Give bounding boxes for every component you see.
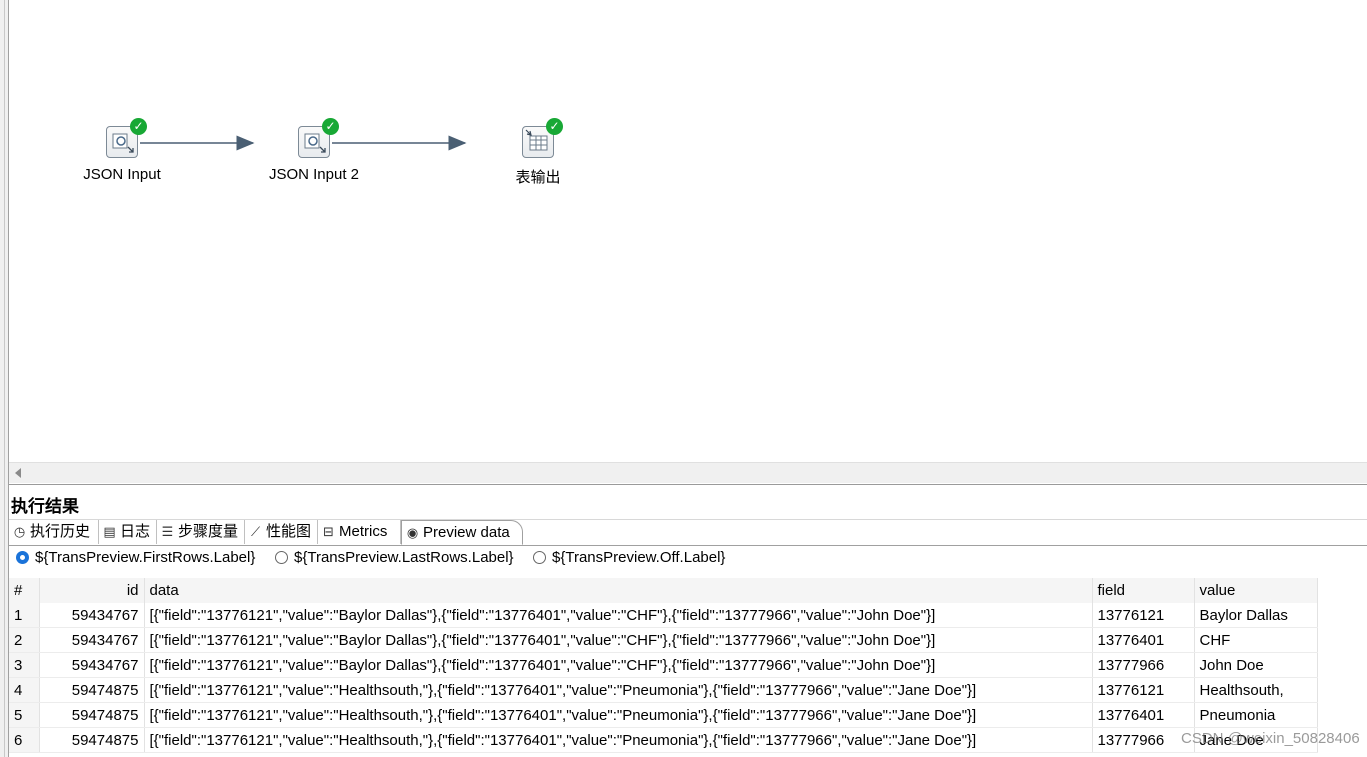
eye-icon: ◉ <box>406 526 419 541</box>
performance-graph-icon: ⟋ <box>250 525 261 540</box>
column-header-value[interactable]: value <box>1194 578 1318 603</box>
execution-results-title: 执行结果 <box>11 497 79 516</box>
tab-performance-graph[interactable]: ⟋ 性能图 <box>245 520 318 544</box>
tab-label: 步骤度量 <box>178 523 239 540</box>
tab-label: 日志 <box>120 523 151 540</box>
json-input-icon: ✓ <box>106 118 147 158</box>
cell-data[interactable]: [{"field":"13776121","value":"Healthsout… <box>144 702 1093 728</box>
radio-last-rows[interactable]: ${TransPreview.LastRows.Label} <box>275 549 514 566</box>
column-header-data[interactable]: data <box>144 578 1093 603</box>
table-row[interactable]: 5 59474875 [{"field":"13776121","value":… <box>9 702 1318 728</box>
tab-step-metrics[interactable]: ☰ 步骤度量 <box>157 520 245 544</box>
table-row[interactable]: 6 59474875 [{"field":"13776121","value":… <box>9 727 1318 753</box>
results-tab-bar: ◷ 执行历史 ▤ 日志 ☰ 步骤度量 ⟋ 性能图 ⊟ Metrics ◉ Preview d… <box>9 519 1367 546</box>
cell-id[interactable]: 59474875 <box>39 702 145 728</box>
tab-preview-data[interactable]: ◉ Preview data <box>401 520 523 545</box>
tab-label: Preview data <box>423 524 510 541</box>
cell-data[interactable]: [{"field":"13776121","value":"Baylor Dal… <box>144 652 1093 678</box>
radio-selected-icon <box>16 551 29 564</box>
preview-mode-radios: ${TransPreview.FirstRows.Label} ${TransP… <box>9 545 1367 573</box>
step-label: 表输出 <box>515 169 561 186</box>
cell-value[interactable]: John Doe <box>1194 652 1318 678</box>
table-row[interactable]: 4 59474875 [{"field":"13776121","value":… <box>9 677 1318 703</box>
step-table-output[interactable]: ✓ 表输出 <box>478 118 598 187</box>
row-number: 1 <box>9 603 40 628</box>
cell-id[interactable]: 59434767 <box>39 603 145 628</box>
cell-id[interactable]: 59474875 <box>39 677 145 703</box>
cell-field[interactable]: 13776121 <box>1092 603 1195 628</box>
json-input-icon: ✓ <box>298 118 339 158</box>
log-icon: ▤ <box>103 525 116 540</box>
column-header-field[interactable]: field <box>1092 578 1195 603</box>
cell-value[interactable]: Jane Doe <box>1194 727 1318 753</box>
tab-metrics[interactable]: ⊟ Metrics <box>318 520 401 544</box>
step-json-input-2[interactable]: ✓ JSON Input 2 <box>254 118 374 183</box>
cell-data[interactable]: [{"field":"13776121","value":"Baylor Dal… <box>144 627 1093 653</box>
cell-value[interactable]: CHF <box>1194 627 1318 653</box>
cell-data[interactable]: [{"field":"13776121","value":"Healthsout… <box>144 677 1093 703</box>
cell-field[interactable]: 13776401 <box>1092 702 1195 728</box>
table-row[interactable]: 3 59434767 [{"field":"13776121","value":… <box>9 652 1318 678</box>
tab-label: Metrics <box>339 523 388 540</box>
row-number: 6 <box>9 727 40 753</box>
success-check-icon: ✓ <box>130 118 147 135</box>
cell-id[interactable]: 59474875 <box>39 727 145 753</box>
row-number: 4 <box>9 677 40 703</box>
table-header-row: # id data field value <box>9 578 1318 603</box>
row-number: 2 <box>9 627 40 653</box>
row-number: 3 <box>9 652 40 678</box>
radio-first-rows[interactable]: ${TransPreview.FirstRows.Label} <box>16 549 255 566</box>
success-check-icon: ✓ <box>546 118 563 135</box>
left-panel-border <box>0 0 9 757</box>
tab-log[interactable]: ▤ 日志 <box>99 520 157 544</box>
column-header-id[interactable]: id <box>39 578 145 603</box>
metrics-icon: ⊟ <box>323 525 334 540</box>
cell-id[interactable]: 59434767 <box>39 627 145 653</box>
step-json-input[interactable]: ✓ JSON Input <box>62 118 182 183</box>
preview-data-table: # id data field value 1 59434767 [{"fiel… <box>9 578 1318 753</box>
cell-field[interactable]: 13777966 <box>1092 727 1195 753</box>
step-metrics-icon: ☰ <box>161 525 174 540</box>
divider <box>9 484 1367 485</box>
tab-label: 性能图 <box>266 523 312 540</box>
cell-data[interactable]: [{"field":"13776121","value":"Healthsout… <box>144 727 1093 753</box>
scroll-left-icon[interactable] <box>15 468 21 478</box>
table-row[interactable]: 1 59434767 [{"field":"13776121","value":… <box>9 603 1318 628</box>
tab-execution-history[interactable]: ◷ 执行历史 <box>9 520 99 544</box>
step-label: JSON Input 2 <box>268 166 360 183</box>
column-header-rownum[interactable]: # <box>9 578 40 603</box>
row-number: 5 <box>9 702 40 728</box>
radio-label: ${TransPreview.FirstRows.Label} <box>35 549 256 566</box>
cell-field[interactable]: 13777966 <box>1092 652 1195 678</box>
cell-field[interactable]: 13776121 <box>1092 677 1195 703</box>
radio-label: ${TransPreview.Off.Label} <box>552 549 726 566</box>
hop-arrows <box>140 135 467 151</box>
tab-label: 执行历史 <box>30 523 91 540</box>
step-label: JSON Input <box>83 166 161 183</box>
transformation-canvas[interactable]: ✓ JSON Input ✓ JSON Input 2 ✓ 表输出 <box>9 0 1367 462</box>
cell-value[interactable]: Healthsouth, <box>1194 677 1318 703</box>
cell-value[interactable]: Baylor Dallas <box>1194 603 1318 628</box>
table-row[interactable]: 2 59434767 [{"field":"13776121","value":… <box>9 627 1318 653</box>
radio-unselected-icon <box>533 551 546 564</box>
cell-data[interactable]: [{"field":"13776121","value":"Baylor Dal… <box>144 603 1093 628</box>
radio-unselected-icon <box>275 551 288 564</box>
radio-off[interactable]: ${TransPreview.Off.Label} <box>533 549 725 566</box>
canvas-horizontal-scrollbar[interactable] <box>9 462 1367 483</box>
history-icon: ◷ <box>13 525 26 540</box>
success-check-icon: ✓ <box>322 118 339 135</box>
cell-field[interactable]: 13776401 <box>1092 627 1195 653</box>
radio-label: ${TransPreview.LastRows.Label} <box>294 549 514 566</box>
cell-id[interactable]: 59434767 <box>39 652 145 678</box>
watermark: CSDN @weixin_50828406 <box>1181 730 1360 747</box>
cell-value[interactable]: Pneumonia <box>1194 702 1318 728</box>
table-output-icon: ✓ <box>522 118 563 158</box>
